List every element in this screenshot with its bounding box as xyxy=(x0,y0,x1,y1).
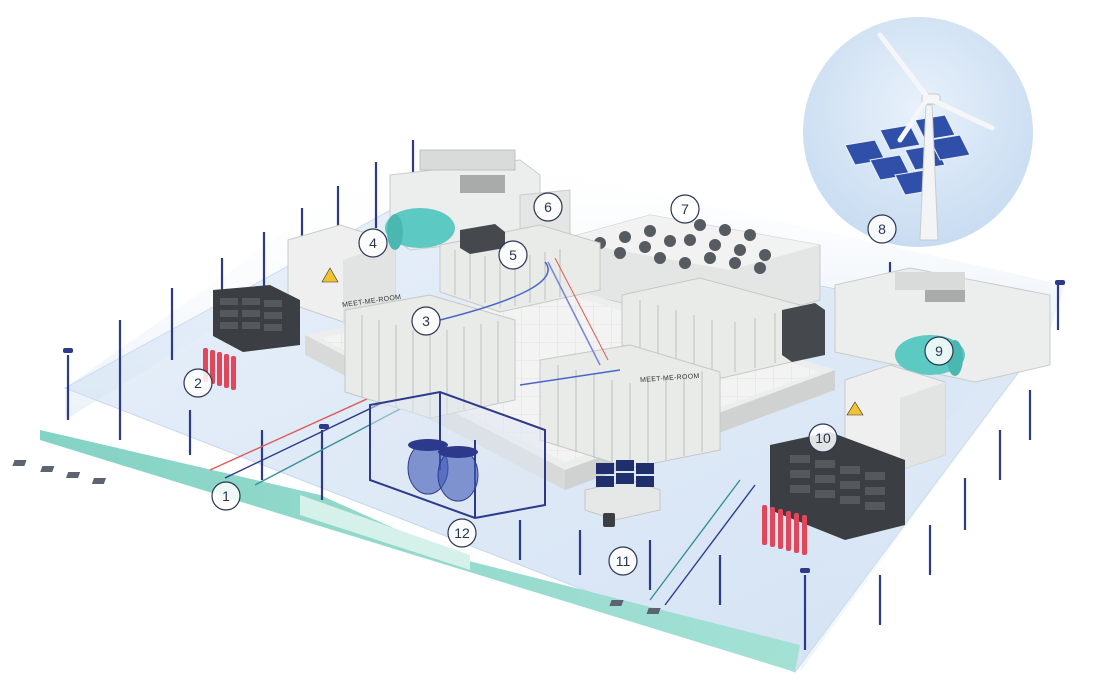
callout-11: 11 xyxy=(608,546,638,576)
svg-text:10: 10 xyxy=(815,430,831,446)
svg-text:6: 6 xyxy=(544,199,552,215)
callout-3: 3 xyxy=(411,306,441,336)
callout-1: 1 xyxy=(211,481,241,511)
callout-5: 5 xyxy=(498,240,528,270)
svg-text:7: 7 xyxy=(681,201,689,217)
fire-extinguisher-icon xyxy=(762,505,807,555)
meet-me-room-sign-right: MEET-ME-ROOM xyxy=(640,373,700,384)
monitor-icon xyxy=(596,460,654,487)
ups-battery-bank-right xyxy=(770,432,905,540)
callout-10: 10 xyxy=(808,423,838,453)
manholes xyxy=(12,460,661,614)
callout-4: 4 xyxy=(358,228,388,258)
ups-battery-bank-left xyxy=(213,285,300,352)
svg-text:5: 5 xyxy=(509,247,517,263)
svg-text:4: 4 xyxy=(369,235,377,251)
svg-text:9: 9 xyxy=(935,343,943,359)
security-camera-icon xyxy=(63,348,73,353)
fuel-tank-left xyxy=(385,208,455,250)
security-camera-icon xyxy=(1055,280,1065,285)
callout-9: 9 xyxy=(924,336,954,366)
transformer-left xyxy=(287,224,396,323)
wind-turbine-icon xyxy=(877,32,995,241)
callout-7: 7 xyxy=(670,194,700,224)
svg-text:12: 12 xyxy=(454,525,470,541)
svg-text:1: 1 xyxy=(222,488,230,504)
svg-text:3: 3 xyxy=(422,313,430,329)
security-camera-icon xyxy=(800,568,810,573)
renewable-energy-inset xyxy=(803,17,1033,247)
electrical-hazard-icon xyxy=(321,267,339,283)
svg-text:8: 8 xyxy=(878,221,886,237)
callout-12: 12 xyxy=(447,518,477,548)
transformer-right xyxy=(844,364,946,471)
security-camera-icon xyxy=(319,424,329,429)
fire-extinguisher-icon xyxy=(203,348,236,390)
callout-6: 6 xyxy=(533,192,563,222)
control-desk xyxy=(584,460,661,527)
security-entrance xyxy=(369,390,546,520)
svg-text:11: 11 xyxy=(616,553,631,569)
server-rack-rows xyxy=(344,224,825,469)
callout-8: 8 xyxy=(867,214,897,244)
generator-container-right xyxy=(834,267,1051,383)
callout-2: 2 xyxy=(183,368,213,398)
electrical-hazard-icon xyxy=(846,401,864,416)
svg-text:2: 2 xyxy=(194,375,202,391)
